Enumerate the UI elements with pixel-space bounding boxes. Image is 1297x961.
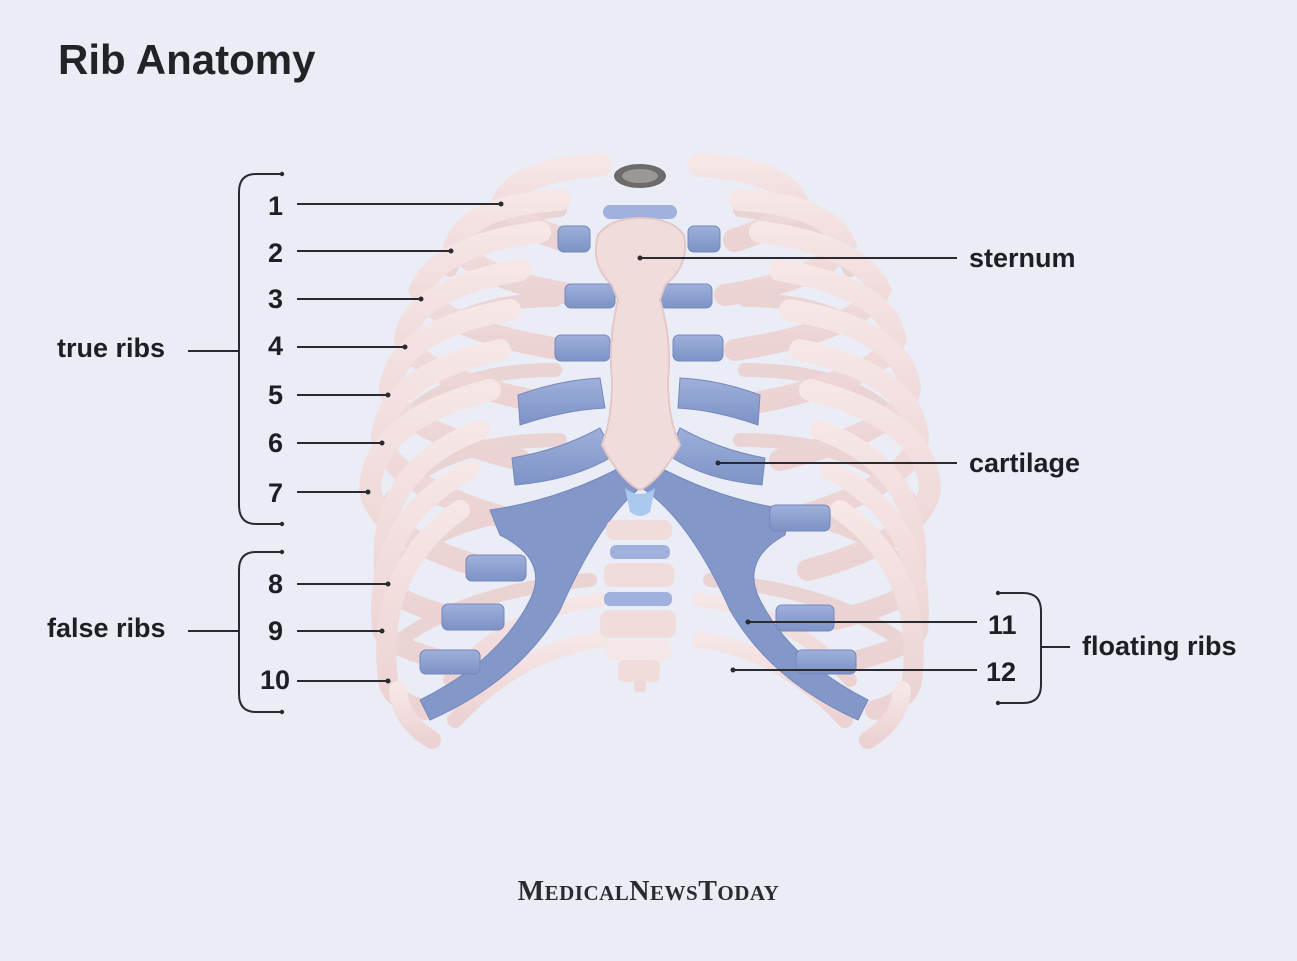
cartilage-label: cartilage (969, 448, 1080, 478)
right-ribs (688, 153, 942, 749)
rib-3-right (724, 221, 893, 361)
rib-12-left (447, 632, 608, 728)
rib-11-right (859, 681, 911, 749)
rib-11-callout (745, 619, 977, 625)
rib-9-right (820, 460, 929, 670)
cartilage-6-right (769, 504, 831, 532)
true-ribs-brace (188, 171, 285, 527)
rib-12-callout (730, 667, 977, 673)
rib-number-2: 2 (268, 238, 283, 268)
cartilage-4-left (517, 377, 606, 426)
cartilage-2-right (659, 283, 713, 309)
rib-number-10: 10 (260, 665, 290, 695)
rib-3-left (407, 221, 576, 361)
cartilage-3-right (672, 334, 724, 362)
cartilage-6-left (465, 554, 527, 582)
cartilage-7-right (775, 604, 835, 632)
true-ribs-label: true ribs (57, 333, 165, 363)
cartilage-callout (715, 460, 957, 466)
rib-9-left (371, 460, 480, 670)
false-ribs-brace (188, 549, 285, 715)
rib-number-7: 7 (268, 478, 283, 508)
cartilage-1-right (687, 225, 721, 253)
cartilage-8-left (419, 649, 481, 675)
left-rib-labels: 1 2 3 4 5 6 7 8 9 10 (260, 191, 504, 695)
page-title: Rib Anatomy (58, 36, 316, 83)
false-ribs-label: false ribs (47, 613, 166, 643)
cartilage-8-right (795, 649, 857, 675)
rib-cage-illustration (358, 153, 942, 749)
cartilage-5-right (667, 427, 766, 486)
cartilage-4-right (677, 377, 761, 426)
rib-number-3: 3 (268, 284, 283, 314)
rib-number-8: 8 (268, 569, 283, 599)
sternum-bone (594, 216, 687, 492)
rib-11-left (389, 681, 441, 749)
sternum-callout (637, 255, 957, 261)
brand-logo: MEDICALNEWSTODAY (517, 876, 780, 907)
floating-ribs-label: floating ribs (1082, 631, 1237, 661)
cartilage-1-left (557, 225, 591, 253)
rib-number-5: 5 (268, 380, 283, 410)
rib-number-12: 12 (986, 657, 1016, 687)
left-ribs (358, 153, 612, 749)
floating-ribs-brace (995, 590, 1070, 706)
vertebral-column (600, 164, 677, 692)
sternum-label: sternum (969, 243, 1076, 273)
cartilage-2-left (564, 283, 616, 309)
rib-number-11: 11 (988, 610, 1017, 640)
rib-number-9: 9 (268, 616, 283, 646)
cartilage-3-left (554, 334, 611, 362)
cartilage-7-left (441, 603, 505, 631)
rib-number-6: 6 (268, 428, 283, 458)
rib-number-4: 4 (268, 331, 283, 361)
xiphoid-process (625, 488, 655, 516)
rib-number-1: 1 (268, 191, 283, 221)
costal-cartilage (419, 225, 869, 721)
